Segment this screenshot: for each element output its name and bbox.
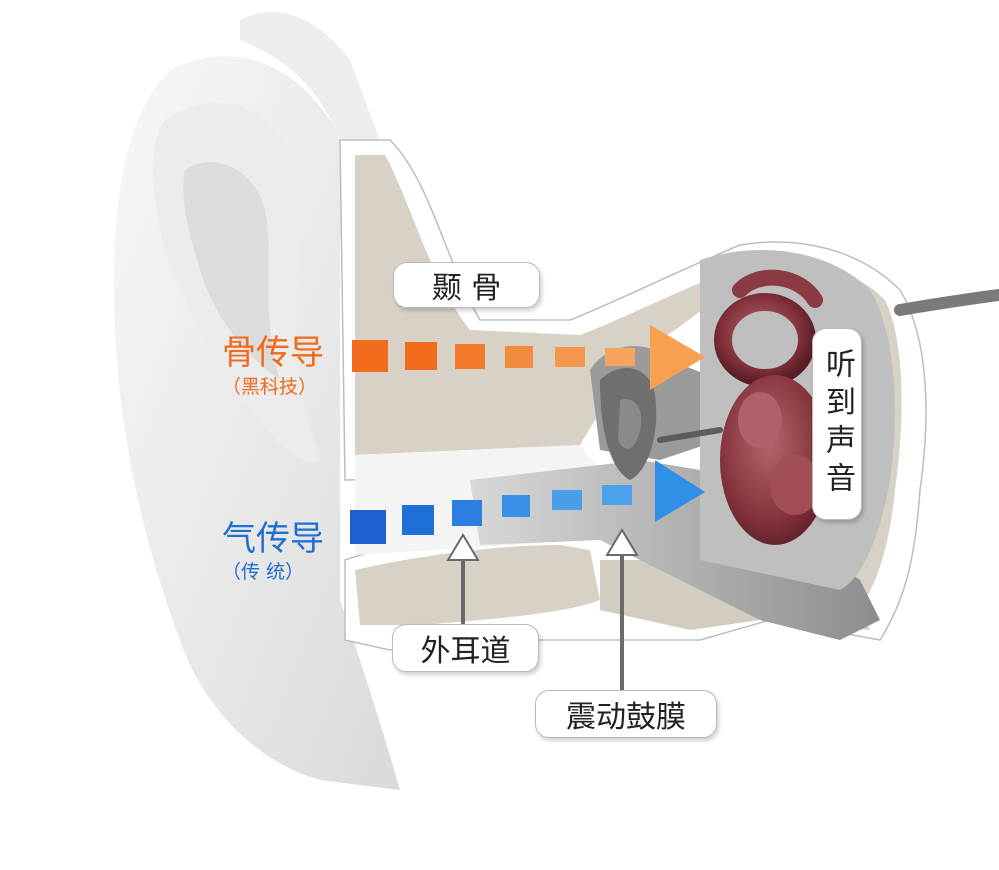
hear-sound-text: 听到声音 xyxy=(820,348,855,500)
temporal-bone-label: 颞 骨 xyxy=(393,262,540,308)
ear-canal-text: 外耳道 xyxy=(420,634,511,669)
air-conduction-note: （传 统） xyxy=(222,561,305,583)
bone-conduction-arrow xyxy=(352,325,705,390)
eardrum-pointer xyxy=(605,528,639,690)
eardrum xyxy=(600,368,723,480)
cochlea xyxy=(714,269,830,545)
eardrum-label: 震动鼓膜 xyxy=(535,690,717,738)
auditory-nerve xyxy=(894,289,999,316)
bone-conduction-label: 骨传导 xyxy=(222,333,324,373)
outer-ear xyxy=(113,12,401,791)
ear-canal-pointer xyxy=(446,533,480,625)
temporal-bone-text: 颞 骨 xyxy=(431,271,502,306)
air-conduction-label: 气传导 xyxy=(222,519,324,559)
bone-conduction-note: （黑科技） xyxy=(222,376,318,398)
air-conduction-arrow xyxy=(350,460,705,544)
hear-sound-label: 听到声音 xyxy=(812,328,862,520)
ear-canal-label: 外耳道 xyxy=(392,624,539,672)
eardrum-text: 震动鼓膜 xyxy=(566,700,686,735)
